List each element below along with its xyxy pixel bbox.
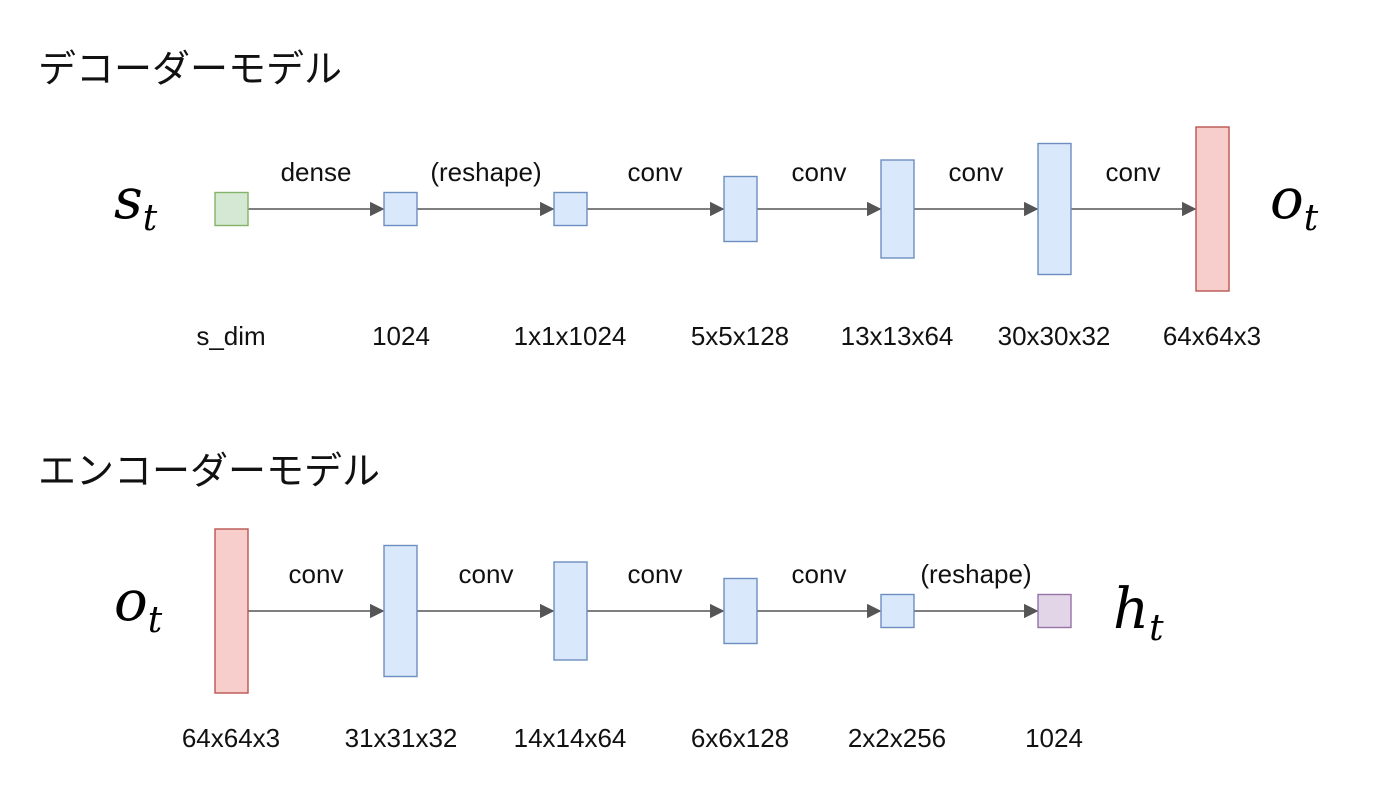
- decoder-output-symbol: ot: [1270, 167, 1319, 239]
- decoder-op-label-1: dense: [281, 157, 352, 187]
- decoder-dim-label-4: 5x5x128: [691, 321, 789, 351]
- decoder-dim-label-1: s_dim: [196, 321, 265, 351]
- encoder-op-label-5: (reshape): [920, 559, 1031, 589]
- encoder-layer-block-2: [383, 544, 418, 678]
- decoder-pipeline: dense (reshape) conv conv conv conv s_dim 1024 1…: [196, 126, 1261, 351]
- encoder-dim-label-2: 31x31x32: [345, 723, 458, 753]
- encoder-dim-label-4: 6x6x128: [691, 723, 789, 753]
- decoder-layer-block-3: [553, 191, 588, 227]
- encoder-layer-block-4: [723, 577, 758, 645]
- encoder-output-symbol: ht: [1113, 577, 1164, 649]
- encoder-op-label-3: conv: [628, 559, 683, 589]
- decoder-op-label-6: conv: [1106, 157, 1161, 187]
- decoder-layer-block-6: [1037, 142, 1072, 276]
- encoder-layer-block-5: [880, 593, 915, 629]
- decoder-op-label-5: conv: [949, 157, 1004, 187]
- decoder-layer-block-2: [383, 191, 418, 227]
- decoder-dim-label-3: 1x1x1024: [514, 321, 627, 351]
- decoder-op-label-3: conv: [628, 157, 683, 187]
- encoder-pipeline: conv conv conv conv (reshape) 64x64x3 31x31x32…: [182, 528, 1083, 753]
- decoder-layer-block-5: [880, 159, 915, 259]
- encoder-title: エンコーダーモデル: [38, 449, 381, 493]
- decoder-layer-block-4: [723, 175, 758, 243]
- decoder-op-label-2: (reshape): [430, 157, 541, 187]
- encoder-layer-block-3: [553, 561, 588, 661]
- decoder-layer-block-7: [1195, 126, 1230, 292]
- decoder-input-symbol: st: [114, 167, 158, 239]
- decoder-title: デコーダーモデル: [38, 47, 343, 91]
- encoder-dim-label-6: 1024: [1025, 723, 1083, 753]
- encoder-layer-block-6: [1037, 593, 1072, 629]
- decoder-op-label-4: conv: [792, 157, 847, 187]
- encoder-op-label-1: conv: [289, 559, 344, 589]
- encoder-input-symbol: ot: [114, 569, 163, 641]
- encoder-op-label-2: conv: [459, 559, 514, 589]
- decoder-dim-label-2: 1024: [372, 321, 430, 351]
- encoder-op-label-4: conv: [792, 559, 847, 589]
- decoder-layer-block-1: [214, 191, 249, 227]
- encoder-dim-label-1: 64x64x3: [182, 723, 280, 753]
- encoder-layer-block-1: [214, 528, 249, 694]
- decoder-dim-label-5: 13x13x64: [841, 321, 954, 351]
- decoder-dim-label-6: 30x30x32: [998, 321, 1111, 351]
- encoder-dim-label-5: 2x2x256: [848, 723, 946, 753]
- decoder-dim-label-7: 64x64x3: [1163, 321, 1261, 351]
- encoder-dim-label-3: 14x14x64: [514, 723, 627, 753]
